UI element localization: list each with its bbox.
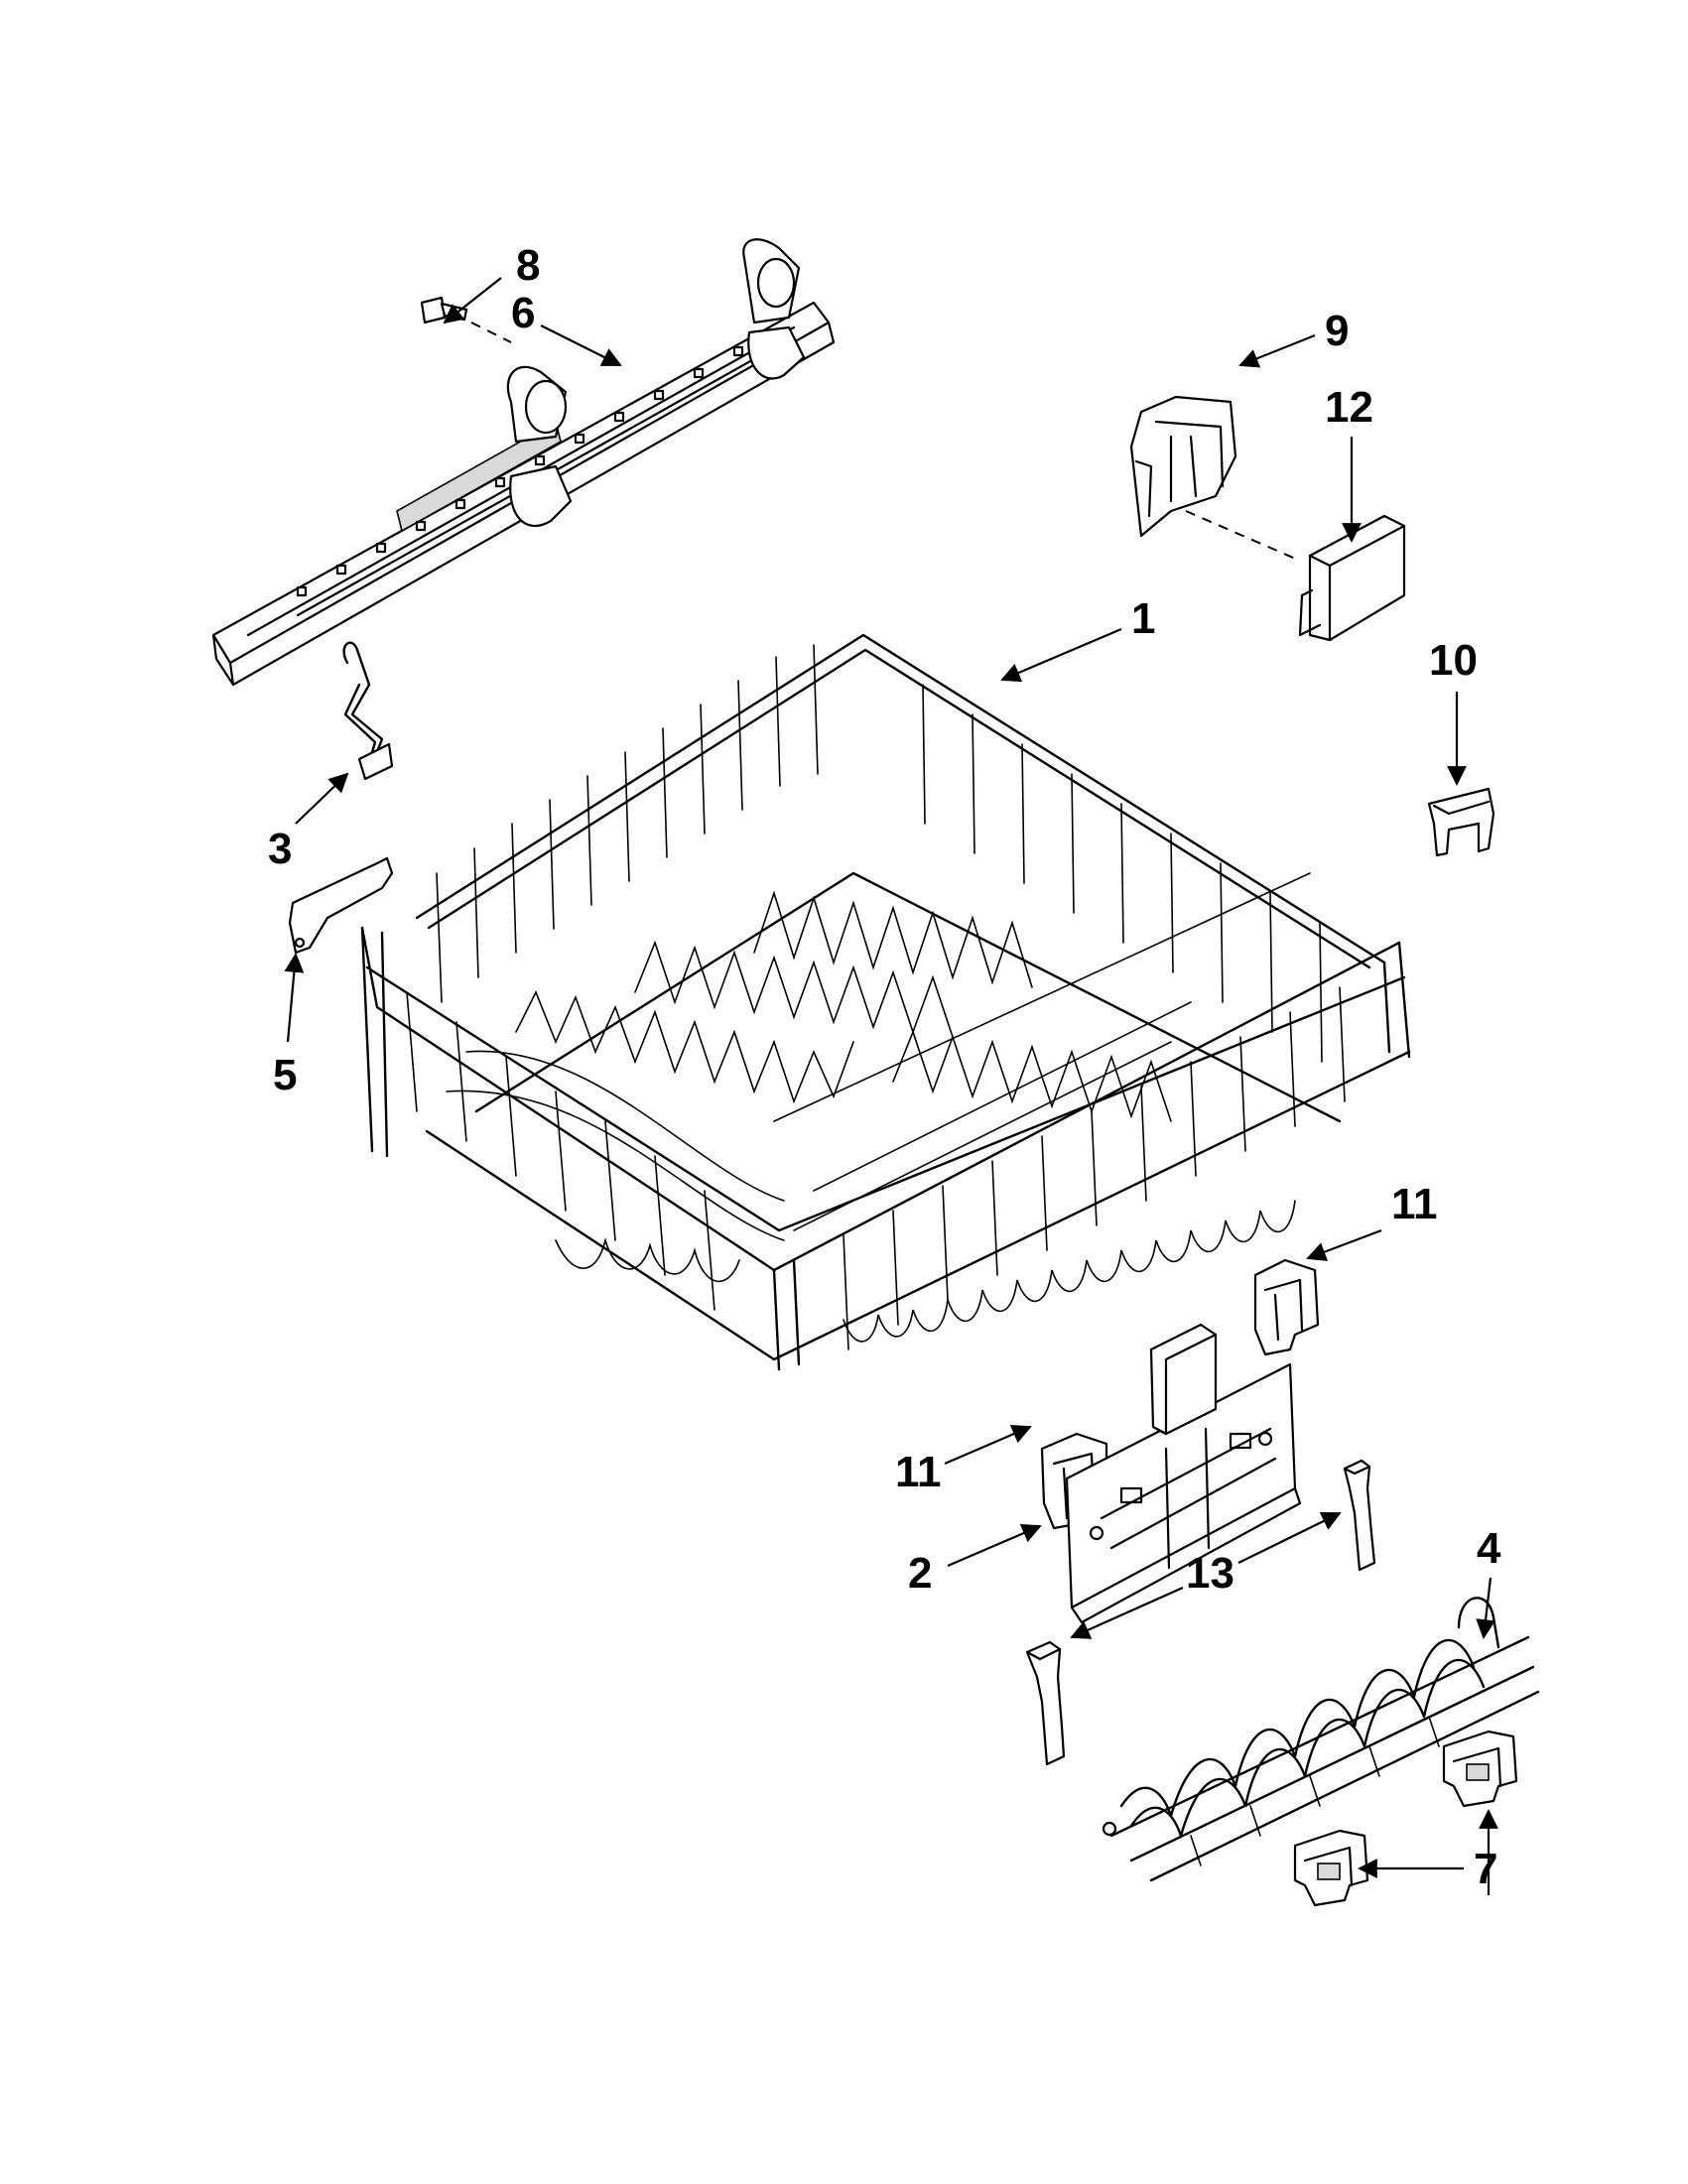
- part-7-clip-left: [1293, 1829, 1369, 1907]
- callout-11-left: 11: [895, 1448, 942, 1496]
- leader-13b: [1070, 1586, 1184, 1639]
- callout-labels: 8 6 9 12 1 10 3 5 11 11 4 2 13 7: [268, 241, 1501, 1893]
- part-2-adjuster: [1065, 1323, 1302, 1624]
- leader-3: [295, 772, 349, 825]
- part-10-clip: [1427, 787, 1495, 857]
- callout-11-right: 11: [1391, 1180, 1438, 1228]
- callout-7: 7: [1474, 1845, 1497, 1893]
- part-4-tine-row: [1102, 1597, 1540, 1882]
- part-13-latch-right: [1343, 1459, 1376, 1572]
- leader-5: [284, 953, 305, 1043]
- callout-12: 12: [1325, 383, 1373, 432]
- part-13-latch-left: [1025, 1640, 1066, 1766]
- callout-13: 13: [1186, 1549, 1234, 1598]
- callout-4: 4: [1477, 1524, 1501, 1573]
- leader-4: [1476, 1577, 1495, 1639]
- leader-9: [1238, 333, 1316, 368]
- leader-11a: [1306, 1228, 1382, 1261]
- callout-1: 1: [1131, 594, 1155, 643]
- leader-6: [540, 324, 622, 366]
- part-12-cover: [1298, 514, 1406, 642]
- part-1-upper-dishrack: [360, 633, 1411, 1371]
- callout-2: 2: [908, 1549, 932, 1598]
- callout-3: 3: [268, 825, 292, 873]
- callout-5: 5: [273, 1051, 297, 1099]
- leader-13a: [1237, 1511, 1342, 1564]
- part-9-bracket: [1129, 395, 1301, 562]
- leader-1: [1000, 627, 1122, 683]
- part-7-clip-right: [1442, 1730, 1518, 1808]
- callout-10: 10: [1429, 636, 1478, 685]
- callout-8: 8: [516, 241, 540, 290]
- callout-9: 9: [1325, 307, 1349, 355]
- part-6-slide-rail: [211, 238, 836, 687]
- part-3-tine-clip: [342, 641, 394, 781]
- callout-6: 6: [511, 289, 535, 337]
- leader-lines: [284, 277, 1498, 1895]
- leader-11b: [944, 1424, 1032, 1466]
- part-5-lever: [288, 856, 394, 955]
- leader-2: [947, 1523, 1042, 1568]
- leader-8: [443, 277, 502, 324]
- part-11-clip-right: [1253, 1258, 1320, 1356]
